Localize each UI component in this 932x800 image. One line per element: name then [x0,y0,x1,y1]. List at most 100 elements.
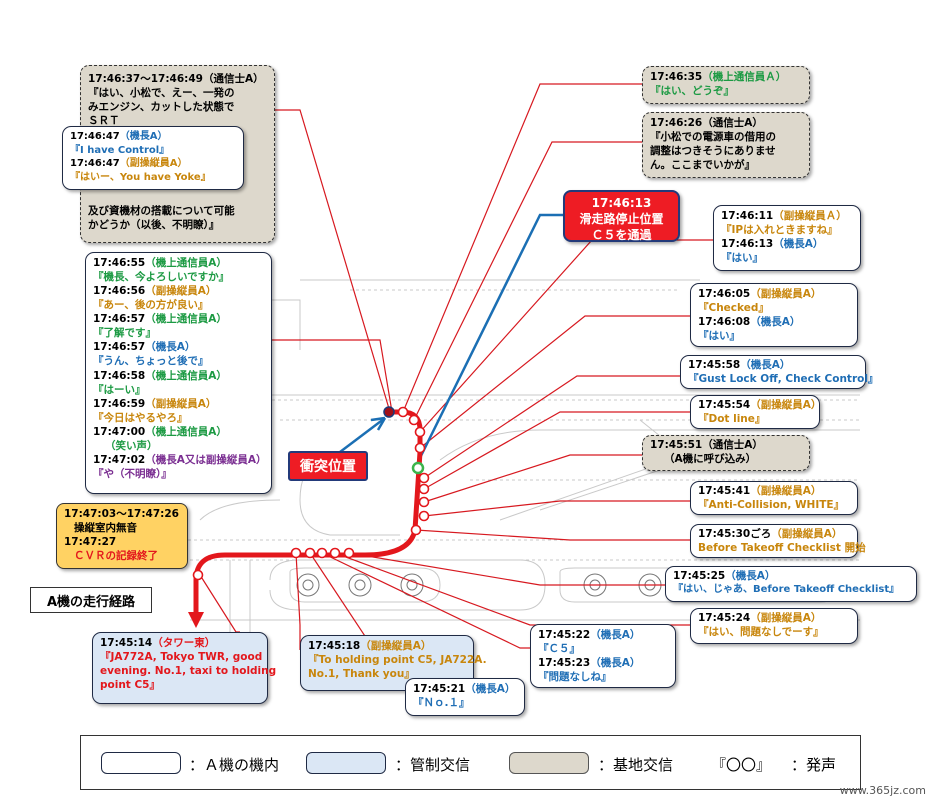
crash-point [383,406,395,418]
conversation-row: 17:46:56（副操縦員A） 『あー、後の方が良い』 [93,284,264,312]
utterance-time: 17:46:59 [93,397,146,410]
comm-box-174524: 17:45:24（副操縦員A） 『はい、問題なしでーす』 [690,608,858,644]
base-comm-time: 17:46:37～17:46:49（通信士A） [88,73,264,85]
utterance-time: 17:45:25 [673,570,726,582]
legend-quote-mark: 『〇〇』 [711,756,772,774]
base-comm-line: 及び資機材の搭載について可能 [88,205,235,218]
speaker: （機長A） [119,131,168,142]
utterance-time: 17:46:35 [650,71,703,83]
speaker: （副操縦員A） [750,485,822,497]
speaker: （機長A） [740,359,791,371]
utterance-quote: 『はい、どうぞ』 [650,85,734,98]
utterance-time: 17:46:05 [698,288,751,300]
conversation-row: 17:46:57（機上通信員A） 『了解です』 [93,312,264,340]
speaker: （副操縦員A） [750,288,822,300]
legend-swatch-cabin [101,752,181,774]
c5-time: 17:46:13 [591,196,652,210]
utterance-time: 17:45:21 [413,683,466,695]
cockpit-conversation-box: 17:46:55（機上通信員A） 『機長、今よろしいですか』 17:46:56（… [85,252,272,494]
utterance-quote: （笑い声） [105,439,158,452]
conversation-row: 17:46:55（機上通信員A） 『機長、今よろしいですか』 [93,256,264,284]
speaker: （タワー東） [152,637,216,649]
utterance-quote: 『今日はやるやろ』 [93,411,188,424]
utterance-quote: （A機に呼び込み） [664,453,757,466]
speaker: （副操縦員A） [750,399,822,411]
conversation-row: 17:46:58（機上通信員A） 『はーい』 [93,369,264,397]
utterance-quote: 『了解です』 [93,327,156,340]
utterance-time: 17:45:22 [538,629,591,641]
speaker: （機上通信員A） [145,369,227,382]
route-arrow [188,612,204,628]
speaker: （副操縦員A） [145,397,217,410]
utterance-time: 17:46:47 [70,131,120,142]
utterance-time: 17:46:47 [70,158,120,169]
utterance-quote: No.1, Thank you』 [308,668,415,681]
utterance-time: 17:45:51 [650,439,703,451]
tower-comm-box: 17:45:14（タワー東） 『JA772A, Tokyo TWR, good … [92,632,277,704]
speaker: （機長A） [750,316,801,329]
comm-box-174605: 17:46:05（副操縦員A） 『Checked』 17:46:08（機長A） … [690,283,858,347]
utterance-quote: 『IPは入れときますね』 [721,224,838,237]
c5-passage-box: 17:46:13 滑走路停止位置 Ｃ５を通過 [563,190,680,242]
legend: ：Ａ機の機内 ：管制交信 ：基地交信 『〇〇』 ：発声 [80,735,861,790]
speaker: （副操縦員Ａ） [773,210,847,222]
utterance-time: 17:46:56 [93,285,146,298]
base-comm-line: ＳＲＴ [88,115,120,128]
utterance-quote: 『はーい』 [93,383,146,396]
utterance-quote: 『はいー、You have Yoke』 [70,171,211,183]
speaker: （副操縦員A） [750,612,822,624]
legend-label-cabin: ：Ａ機の機内 [189,756,280,774]
c5-quote-box: 17:45:22（機長A） 『Ｃ５』 17:45:23（機長A） 『問題なしね』 [530,624,676,688]
utterance-time: 17:46:26 [650,117,703,129]
conversation-row: 17:46:59（副操縦員A） 『今日はやるやろ』 [93,397,264,425]
utterance-time: 17:46:58 [93,369,146,382]
utterance-quote: 『はい、問題なしでーす』 [698,626,824,639]
utterance-time: 17:46:57 [93,313,146,326]
utterance-quote: point C5』 [100,679,160,692]
c5-point [411,461,425,475]
utterance-quote: 『Checked』 [698,302,769,315]
utterance-quote: evening. No.1, taxi to holding [100,665,277,678]
utterance-time: 17:47:02 [93,453,146,466]
utterance-time: 17:46:11 [721,210,774,222]
route-points [192,406,430,581]
speaker: （機長A） [773,238,824,251]
speaker: （副操縦員A） [119,158,188,169]
utterance-quote: 『はい、じゃあ、Before Takeoff Checklist』 [673,584,900,596]
conversation-row: 17:47:02（機長A又は副操縦員A） 『や（不明瞭）』 [93,453,267,481]
speaker: （機長A） [725,570,776,582]
speaker: （機長A） [465,683,516,695]
speaker: （機上通信員A） [145,425,227,438]
c5-line: 滑走路停止位置 [579,212,664,227]
blue-leader-lines [339,213,563,469]
base-comm-line: みエンジン、カットした状態で [88,101,235,114]
utterance-quote: 『や（不明瞭）』 [93,467,172,480]
utterance-quote: 『あー、後の方が良い』 [93,299,209,312]
utterance-quote: Before Takeoff Checklist 開始 [698,542,866,555]
utterance-quote: 『うん、ちょっと後で』 [93,355,209,368]
utterance-quote: 『機長、今よろしいですか』 [93,271,230,284]
speaker: （副操縦員A） [360,640,432,652]
utterance-time: 17:45:58 [688,359,741,371]
crash-position-label: 衝突位置 [288,451,368,481]
utterance-time: 17:46:57 [93,341,146,354]
utterance-time: 17:45:30ごろ [698,528,772,540]
speaker: （機上通信員A） [145,257,227,269]
conversation-row: 17:46:57（機長A） 『うん、ちょっと後で』 [93,340,264,368]
comm-box-174525: 17:45:25（機長A） 『はい、じゃあ、Before Takeoff Che… [665,566,917,602]
comm-box-174626: 17:46:26（通信士A） 『小松での電源車の借用の 調整はつきそうにありませ… [642,112,810,178]
legend-label-control: ：管制交信 [395,756,471,774]
conversation-row: 17:47:00（機上通信員A） （笑い声） [93,425,264,453]
no1-box: 17:45:21（機長A） 『Ｎｏ.１』 [405,678,525,716]
utterance-quote: 『JA772A, Tokyo TWR, good [100,651,263,664]
cvr-time: 17:47:03～17:47:26 [64,508,179,520]
speaker: （機上通信員Ａ） [702,71,787,83]
speaker: （機長A又は副操縦員A） [145,453,267,466]
utterance-quote: 『Dot line』 [698,413,766,426]
cvr-end-box: 17:47:03～17:47:26 操縦室内無音 17:47:27 ＣＶＲの記録… [56,503,188,569]
utterance-time: 17:45:23 [538,657,591,670]
utterance-quote: 『はい』 [698,330,740,343]
utterance-time: 17:45:41 [698,485,751,497]
comm-box-174558: 17:45:58（機長A） 『Gust Lock Off, Check Cont… [680,355,878,389]
utterance-time: 17:45:54 [698,399,751,411]
